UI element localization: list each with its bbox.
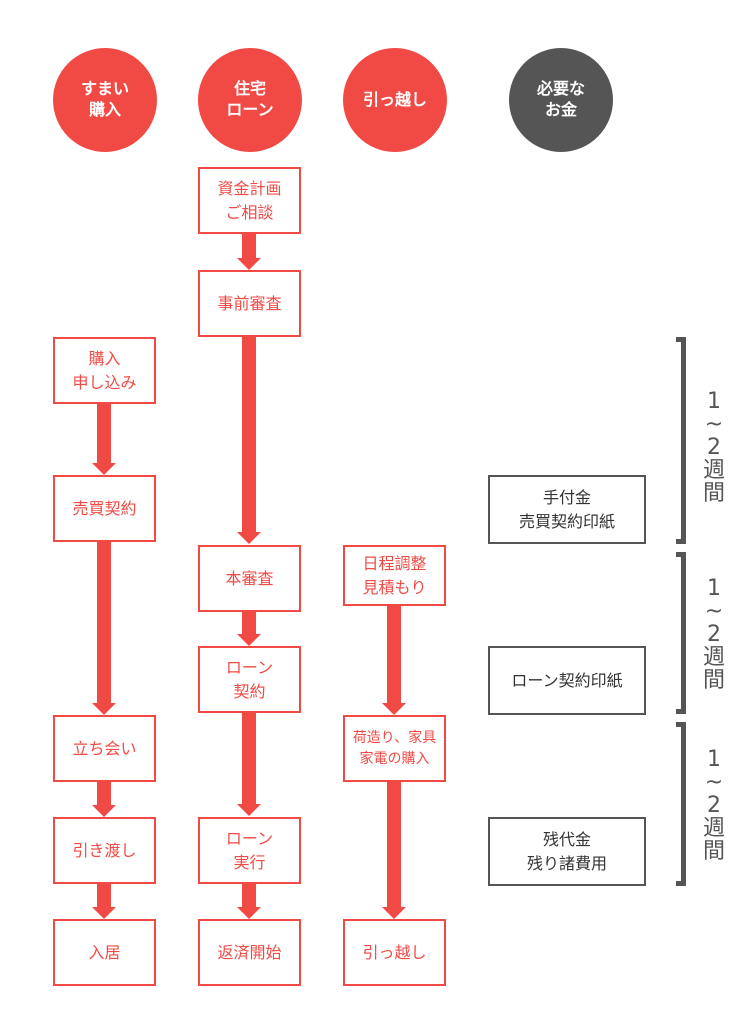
step-loan-contract: ローン 契約 (198, 646, 301, 713)
step-purchase-application: 購入 申し込み (53, 337, 156, 404)
period-bracket-2 (676, 552, 686, 714)
period-label-3: 1 ~ 2 週 間 (702, 747, 725, 865)
period-bracket-3 (676, 722, 686, 886)
step-handover: 引き渡し (53, 817, 156, 884)
step-packing-furniture: 荷造り、家具 家電の購入 (343, 715, 446, 782)
step-moving-day: 引っ越し (343, 919, 446, 986)
money-deposit: 手付金 売買契約印紙 (488, 475, 646, 544)
header-home-loan: 住宅 ローン (198, 48, 302, 152)
period-label-2: 1 ~ 2 週 間 (702, 576, 725, 694)
header-required-money: 必要な お金 (509, 48, 613, 152)
header-housing-purchase: すまい 購入 (53, 48, 157, 152)
money-loan-stamp: ローン契約印紙 (488, 646, 646, 715)
period-label-1: 1 ~ 2 週 間 (702, 389, 725, 507)
step-loan-main-screening: 本審査 (198, 545, 301, 612)
step-loan-prescreening: 事前審査 (198, 270, 301, 337)
step-loan-execution: ローン 実行 (198, 817, 301, 884)
period-bracket-1 (676, 337, 686, 544)
money-balance: 残代金 残り諸費用 (488, 817, 646, 886)
step-inspection: 立ち会い (53, 715, 156, 782)
header-moving: 引っ越し (343, 48, 447, 152)
step-move-in: 入居 (53, 919, 156, 986)
step-loan-consultation: 資金計画 ご相談 (198, 167, 301, 234)
step-repayment-start: 返済開始 (198, 919, 301, 986)
step-moving-schedule: 日程調整 見積もり (343, 545, 446, 606)
step-sales-contract: 売買契約 (53, 475, 156, 542)
